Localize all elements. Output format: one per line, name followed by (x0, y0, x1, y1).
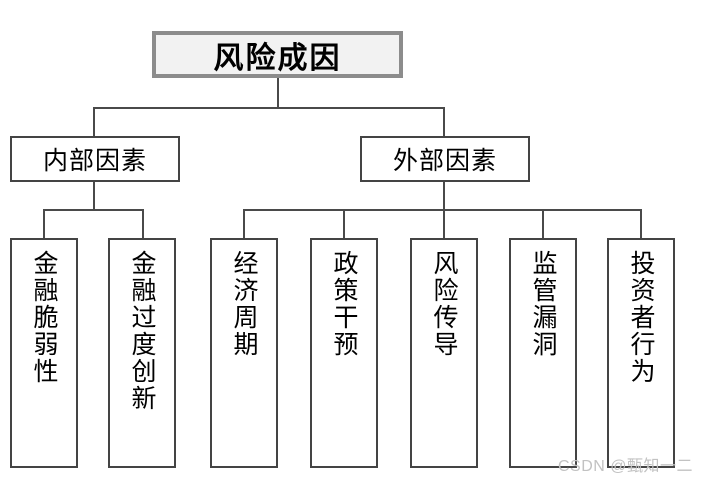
connector-drop-leaf-4 (343, 209, 345, 238)
node-internal-factors[interactable]: 内部因素 (10, 136, 180, 182)
connector-drop-leaf-7 (640, 209, 642, 238)
node-leaf-risk-transmission[interactable]: 风险传导 (410, 238, 478, 468)
node-leaf-economic-cycle[interactable]: 经济周期 (210, 238, 278, 468)
connector-level2-bus (93, 107, 445, 109)
node-leaf-4-label: 政策干预 (330, 250, 358, 358)
node-leaf-regulatory-loophole[interactable]: 监管漏洞 (509, 238, 577, 468)
node-leaf-3-label: 经济周期 (230, 250, 258, 358)
node-root-label: 风险成因 (213, 41, 342, 75)
connector-root-stem (277, 78, 279, 107)
connector-drop-external (443, 107, 445, 136)
connector-external-stem (443, 182, 445, 209)
connector-drop-leaf-5 (443, 209, 445, 238)
node-leaf-investor-behavior[interactable]: 投资者行为 (607, 238, 675, 468)
node-leaf-6-label: 监管漏洞 (529, 250, 557, 358)
node-root-risk-cause[interactable]: 风险成因 (152, 31, 403, 78)
connector-drop-internal (93, 107, 95, 136)
node-external-factors[interactable]: 外部因素 (360, 136, 530, 182)
connector-internal-bus (43, 209, 144, 211)
connector-drop-leaf-2 (142, 209, 144, 238)
node-leaf-7-label: 投资者行为 (627, 250, 655, 385)
node-leaf-financial-fragility[interactable]: 金融脆弱性 (10, 238, 78, 468)
connector-drop-leaf-6 (542, 209, 544, 238)
node-external-factors-label: 外部因素 (392, 147, 497, 175)
node-leaf-2-label: 金融过度创新 (128, 250, 156, 412)
node-internal-factors-label: 内部因素 (42, 147, 147, 175)
connector-drop-leaf-1 (43, 209, 45, 238)
csdn-watermark: CSDN @甄知一二 (558, 458, 694, 475)
node-leaf-financial-over-innovation[interactable]: 金融过度创新 (108, 238, 176, 468)
node-leaf-policy-intervention[interactable]: 政策干预 (310, 238, 378, 468)
node-leaf-1-label: 金融脆弱性 (30, 250, 58, 385)
connector-external-bus (243, 209, 642, 211)
connector-internal-stem (93, 182, 95, 209)
connector-drop-leaf-3 (243, 209, 245, 238)
node-leaf-5-label: 风险传导 (430, 250, 458, 358)
